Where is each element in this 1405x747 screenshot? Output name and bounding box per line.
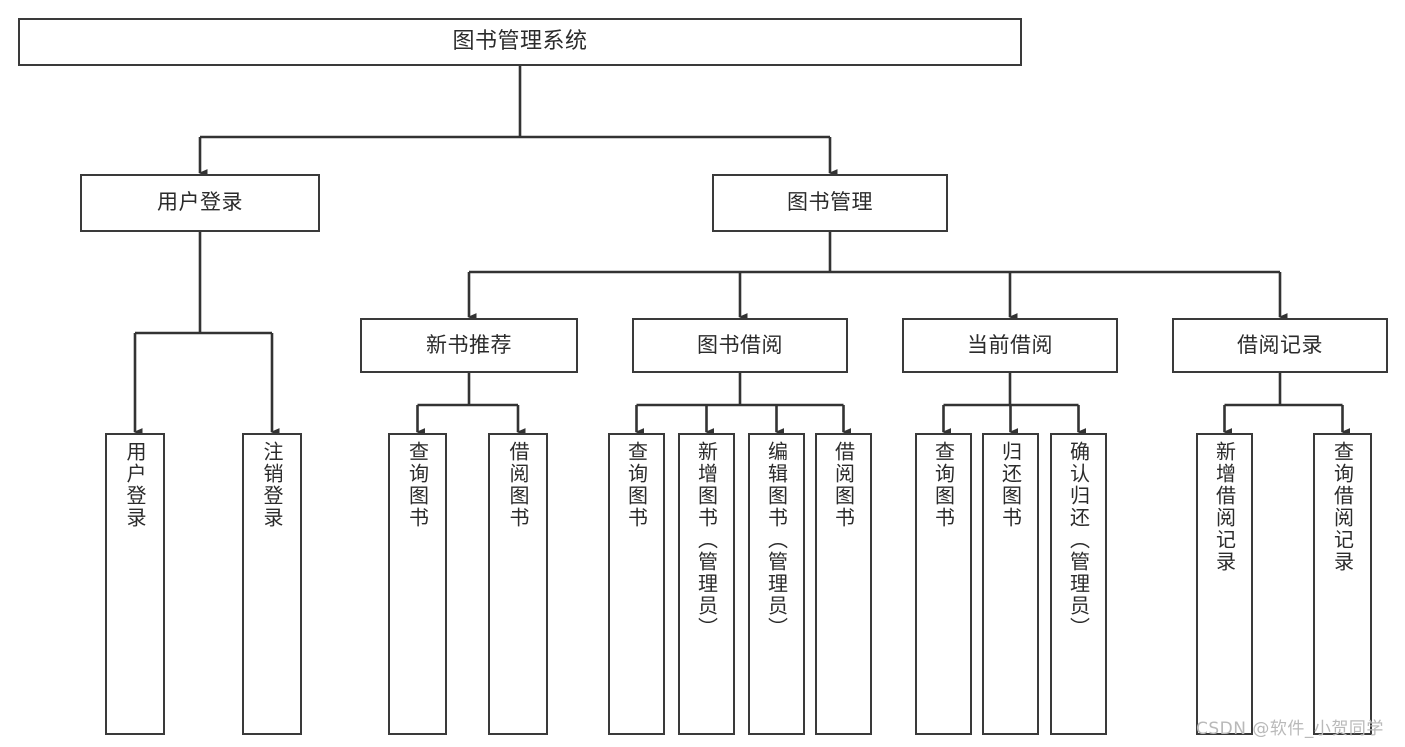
- node-label: 查询图书: [624, 441, 649, 529]
- node-label: 当前借阅: [967, 332, 1053, 357]
- node-label: 借阅记录: [1237, 332, 1323, 357]
- node-l3-d1[interactable]: 查询图书: [915, 433, 972, 735]
- node-label: 新增借阅记录: [1212, 441, 1237, 573]
- node-label: 用户登录: [157, 190, 243, 215]
- node-label: 图书管理系统: [452, 28, 588, 54]
- node-l1-book[interactable]: 图书管理: [712, 174, 948, 232]
- node-root[interactable]: 图书管理系统: [18, 18, 1022, 66]
- node-label: 查询借阅记录: [1330, 441, 1355, 573]
- node-l3-e2[interactable]: 查询借阅记录: [1313, 433, 1372, 735]
- node-l3-b2[interactable]: 借阅图书: [488, 433, 548, 735]
- node-label: 图书管理: [787, 190, 873, 215]
- node-label: 注销登录: [260, 441, 284, 529]
- watermark-text: CSDN @软件_小贺同学: [1196, 719, 1384, 739]
- node-l2-borrow[interactable]: 图书借阅: [632, 318, 848, 373]
- node-label: 借阅图书: [506, 441, 530, 529]
- edge-group: [133, 66, 1351, 436]
- node-l3-a1[interactable]: 用户登录: [105, 433, 165, 735]
- node-l3-c4[interactable]: 借阅图书: [815, 433, 872, 735]
- node-l2-current[interactable]: 当前借阅: [902, 318, 1118, 373]
- node-label: 查询图书: [931, 441, 956, 529]
- node-l3-c2[interactable]: 新增图书（管理员）: [678, 433, 735, 735]
- node-l3-d2[interactable]: 归还图书: [982, 433, 1039, 735]
- node-label: 归还图书: [998, 441, 1023, 529]
- node-l3-e1[interactable]: 新增借阅记录: [1196, 433, 1253, 735]
- node-l3-a2[interactable]: 注销登录: [242, 433, 302, 735]
- node-l1-login[interactable]: 用户登录: [80, 174, 320, 232]
- node-label: 新增图书（管理员）: [694, 441, 719, 639]
- node-l3-c3[interactable]: 编辑图书（管理员）: [748, 433, 805, 735]
- node-label: 确认归还（管理员）: [1066, 441, 1091, 639]
- node-label: 借阅图书: [831, 441, 856, 529]
- node-l2-new[interactable]: 新书推荐: [360, 318, 578, 373]
- node-l3-b1[interactable]: 查询图书: [388, 433, 447, 735]
- node-label: 图书借阅: [697, 332, 783, 357]
- node-l3-d3[interactable]: 确认归还（管理员）: [1050, 433, 1107, 735]
- node-label: 用户登录: [123, 441, 147, 529]
- node-label: 新书推荐: [426, 332, 512, 357]
- node-label: 编辑图书（管理员）: [764, 441, 789, 639]
- node-l2-record[interactable]: 借阅记录: [1172, 318, 1388, 373]
- node-l3-c1[interactable]: 查询图书: [608, 433, 665, 735]
- node-label: 查询图书: [405, 441, 430, 529]
